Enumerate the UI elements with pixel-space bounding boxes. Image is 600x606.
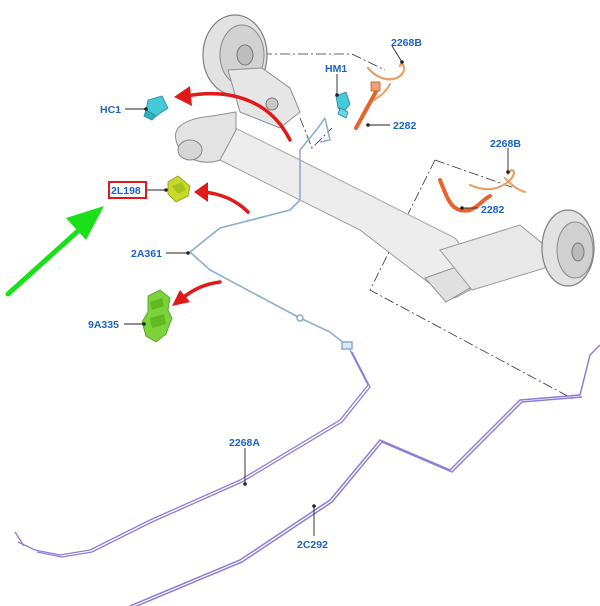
label-hc1: HC1 (100, 104, 121, 116)
green-pointer-arrow-icon (5, 206, 104, 297)
clip-hc1 (143, 95, 169, 121)
rear-axle-beam (174, 111, 549, 303)
label-2c292: 2C292 (297, 539, 328, 551)
label-2282-right: 2282 (481, 204, 505, 216)
label-2282-top: 2282 (393, 120, 417, 132)
sensor-hm1 (335, 91, 351, 119)
label-2268b-top: 2268B (391, 37, 422, 49)
reference-lines (262, 53, 576, 401)
brake-hose-top (354, 63, 406, 130)
brake-drum-right (541, 209, 595, 287)
label-2a361: 2A361 (131, 248, 162, 260)
brake-hose-right (438, 169, 526, 213)
clip-2l198 (167, 175, 191, 203)
highlight-box-2l198 (108, 181, 147, 199)
brake-pipe-2c292 (129, 344, 600, 606)
red-curved-arrow-icon (184, 91, 292, 142)
label-2268b-right: 2268B (490, 138, 521, 150)
red-arrowheads (172, 86, 208, 306)
label-2l198: 2L198 (111, 185, 141, 197)
leader-lines (124, 45, 509, 536)
label-2268a: 2268A (229, 437, 260, 449)
label-hm1: HM1 (325, 63, 347, 75)
brake-pipe-2a361 (188, 117, 353, 350)
brake-drum-left (202, 14, 301, 129)
brake-pipe-2268a (14, 349, 371, 558)
red-curved-arrow-icon (202, 190, 250, 214)
label-9a335: 9A335 (88, 319, 119, 331)
leader-dots (142, 60, 510, 508)
bracket-9a335 (141, 289, 173, 343)
